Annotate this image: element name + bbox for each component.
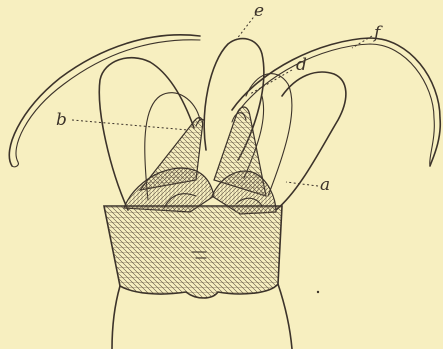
label-d: d — [296, 55, 307, 75]
basal-segment — [104, 206, 282, 298]
ink-dot — [317, 291, 319, 293]
label-f: f — [372, 23, 383, 43]
left-filament — [9, 35, 200, 167]
label-a: a — [320, 175, 330, 195]
label-e: e — [254, 1, 264, 21]
label-b: b — [56, 110, 67, 130]
